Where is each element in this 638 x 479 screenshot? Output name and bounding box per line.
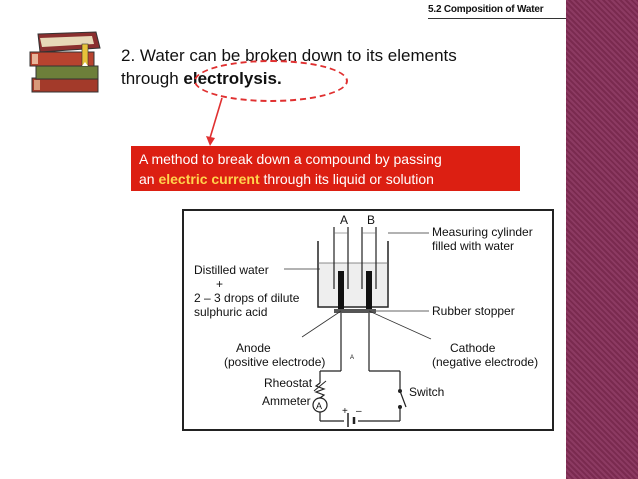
rheostat-label: Rheostat <box>264 376 313 390</box>
electrolysis-diagram: A B Measuring cylinder filled with water… <box>182 209 554 431</box>
ammeter-symbol: A <box>316 401 323 411</box>
pointer-arrow <box>206 97 223 146</box>
switch-label: Switch <box>409 385 445 399</box>
apparatus-drawing <box>284 227 432 427</box>
rubber-stopper-label: Rubber stopper <box>432 304 515 318</box>
measuring-cylinder-label: Measuring cylinder filled with water <box>432 225 533 253</box>
point-line-2-prefix: through <box>121 69 184 88</box>
cathode-subtext: (negative electrode) <box>432 355 539 369</box>
anode-label: Anode (positive electrode) <box>224 341 325 369</box>
measuring-cylinder-line-1: Measuring cylinder <box>432 225 533 239</box>
definition-line-2-suffix: through its liquid or solution <box>259 171 434 187</box>
distilled-water-text: Distilled water <box>194 263 269 277</box>
point-line-1: 2. Water can be broken down to its eleme… <box>121 46 457 65</box>
ammeter-label: Ammeter <box>262 394 311 408</box>
tube-label-a: A <box>340 213 349 227</box>
tube-label-b: B <box>367 213 376 227</box>
books-icon <box>29 31 101 93</box>
cathode-text: Cathode <box>450 341 496 355</box>
section-header: 5.2 Composition of Water <box>428 4 544 15</box>
definition-line-1: A method to break down a compound by pas… <box>139 151 442 167</box>
keyword-highlight-ellipse <box>194 60 348 102</box>
measuring-cylinder-line-2: filled with water <box>432 239 515 253</box>
header-divider <box>428 18 566 19</box>
anode-subtext: (positive electrode) <box>224 355 326 369</box>
plus-text: + <box>216 277 224 291</box>
definition-line-2-prefix: an <box>139 171 159 187</box>
definition-line-2: an electric current through its liquid o… <box>139 169 520 189</box>
electric-current-keyword: electric current <box>158 171 260 187</box>
decorative-side-bar <box>566 0 638 479</box>
battery-plus: + <box>342 406 348 417</box>
distilled-water-label: Distilled water + 2 – 3 drops of dilute … <box>194 263 299 319</box>
drops-text: 2 – 3 drops of dilute <box>194 291 300 305</box>
anode-text: Anode <box>236 341 271 355</box>
definition-box: A method to break down a compound by pas… <box>131 146 520 191</box>
cathode-label: Cathode (negative electrode) <box>432 341 538 369</box>
acid-text: sulphuric acid <box>194 305 268 319</box>
battery-minus: – <box>356 406 362 417</box>
small-a-mark: A <box>350 355 355 361</box>
